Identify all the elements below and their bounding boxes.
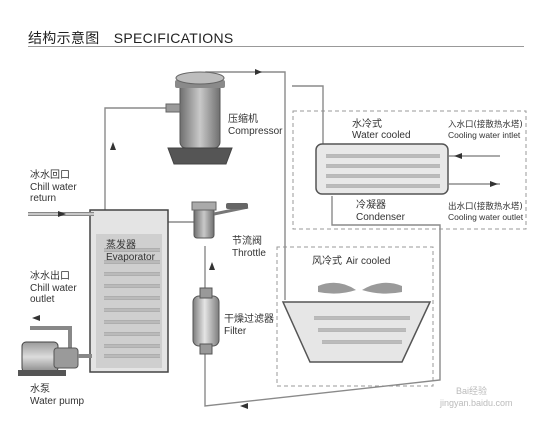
chill-outlet-pipe	[30, 326, 72, 348]
throttle-label-en: Throttle	[232, 248, 266, 259]
evaporator-label-en: Evaporator	[106, 252, 156, 263]
chill-outlet-label-en1: Chill water	[30, 283, 77, 294]
cooling-inlet-arrow	[454, 153, 462, 159]
compressor-label-en: Compressor	[228, 126, 283, 137]
throttle-label-cn: 节流阀	[232, 234, 262, 247]
chill-return-label-cn: 冰水回口	[30, 168, 70, 181]
discharge-to-condenser	[292, 85, 324, 145]
air-cooled-label-cn: 风冷式	[312, 254, 342, 267]
watermark-line2: jingyan.baidu.com	[439, 398, 513, 408]
chill-outlet-label-en2: outlet	[30, 294, 55, 305]
condenser-label-en: Condenser	[356, 212, 406, 223]
filter-label-cn: 干燥过滤器	[224, 312, 274, 325]
title-cn: 结构示意图	[28, 31, 100, 47]
chill-outlet-label-cn: 冰水出口	[30, 269, 70, 282]
cooling-inlet-label-en: Cooling water intlet	[448, 130, 521, 140]
water-pump	[18, 341, 92, 376]
discharge-arrow	[255, 69, 262, 75]
evaporator-tank	[89, 209, 169, 373]
condenser-label-cn: 冷凝器	[356, 198, 386, 211]
watermark-line1: Bai经验	[456, 385, 487, 396]
pump-label-en: Water pump	[30, 396, 85, 407]
water-cooled-label-en: Water cooled	[352, 130, 411, 141]
chill-outlet-arrow	[32, 315, 40, 321]
title-en: SPECIFICATIONS	[113, 30, 234, 46]
filter-label-en: Filter	[224, 326, 247, 337]
title-rule	[28, 46, 524, 47]
suction-pipe	[104, 107, 166, 210]
evaporator-label-cn: 蒸发器	[106, 238, 136, 251]
pump-label-cn: 水泵	[30, 383, 50, 395]
cooling-outlet-arrow	[490, 181, 498, 187]
chill-return-label-en2: return	[30, 193, 56, 204]
throttle-valve	[191, 201, 249, 239]
cooling-outlet-label-en: Cooling water outlet	[448, 212, 524, 222]
filter-drier	[192, 287, 220, 355]
liquid-return-arrow	[240, 403, 248, 409]
page-title: 结构示意图 SPECIFICATIONS	[28, 28, 234, 48]
water-cooled-label-cn: 水冷式	[352, 117, 382, 130]
compressor-label-cn: 压缩机	[228, 112, 258, 125]
fan-icon	[318, 282, 402, 294]
air-cooled-label-en: Air cooled	[346, 256, 390, 267]
chill-return-arrow	[58, 211, 66, 217]
suction-arrow	[110, 142, 116, 150]
chill-return-label-en1: Chill water	[30, 182, 77, 193]
air-cooled-condenser	[281, 301, 432, 363]
cooling-outlet-label-cn: 出水口(接散热水塔)	[448, 201, 523, 212]
compressor	[165, 71, 233, 165]
water-cooled-condenser	[315, 143, 449, 195]
liquid-line	[204, 196, 441, 407]
air-cooled-zone	[276, 246, 434, 387]
cooling-inlet-label-cn: 入水口(接散热水塔)	[448, 119, 523, 130]
liquid-up-arrow	[209, 262, 215, 270]
